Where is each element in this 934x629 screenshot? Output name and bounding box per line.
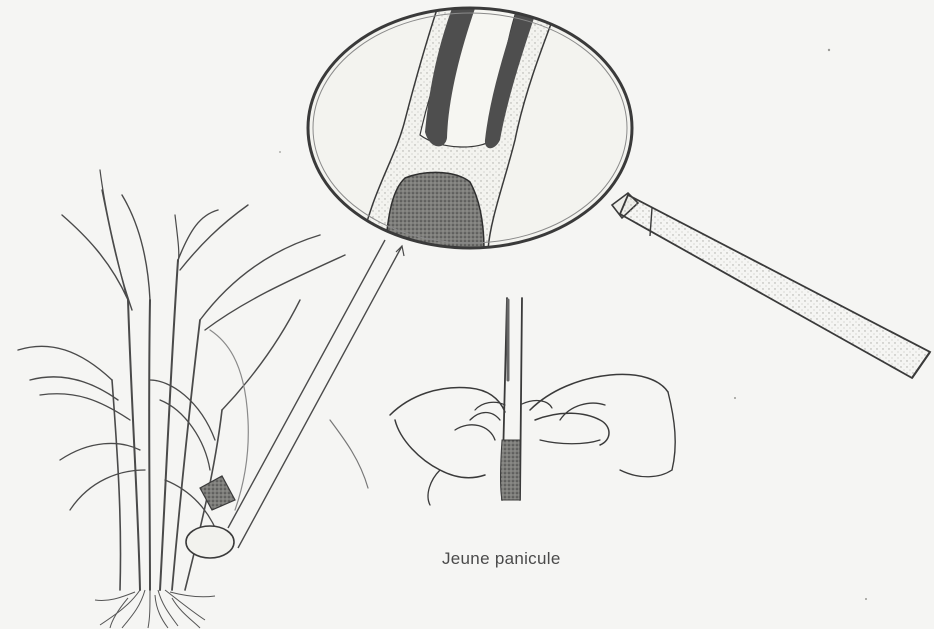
roots xyxy=(95,590,215,628)
magnification-guides xyxy=(228,240,404,548)
magnifier-lens xyxy=(308,0,632,250)
hands-opening-stem xyxy=(330,298,675,505)
rice-plant xyxy=(18,170,345,590)
stem-cutaway xyxy=(186,476,235,558)
magnifier-handle xyxy=(612,193,930,378)
caption-young-panicle: Jeune panicule xyxy=(442,549,561,569)
